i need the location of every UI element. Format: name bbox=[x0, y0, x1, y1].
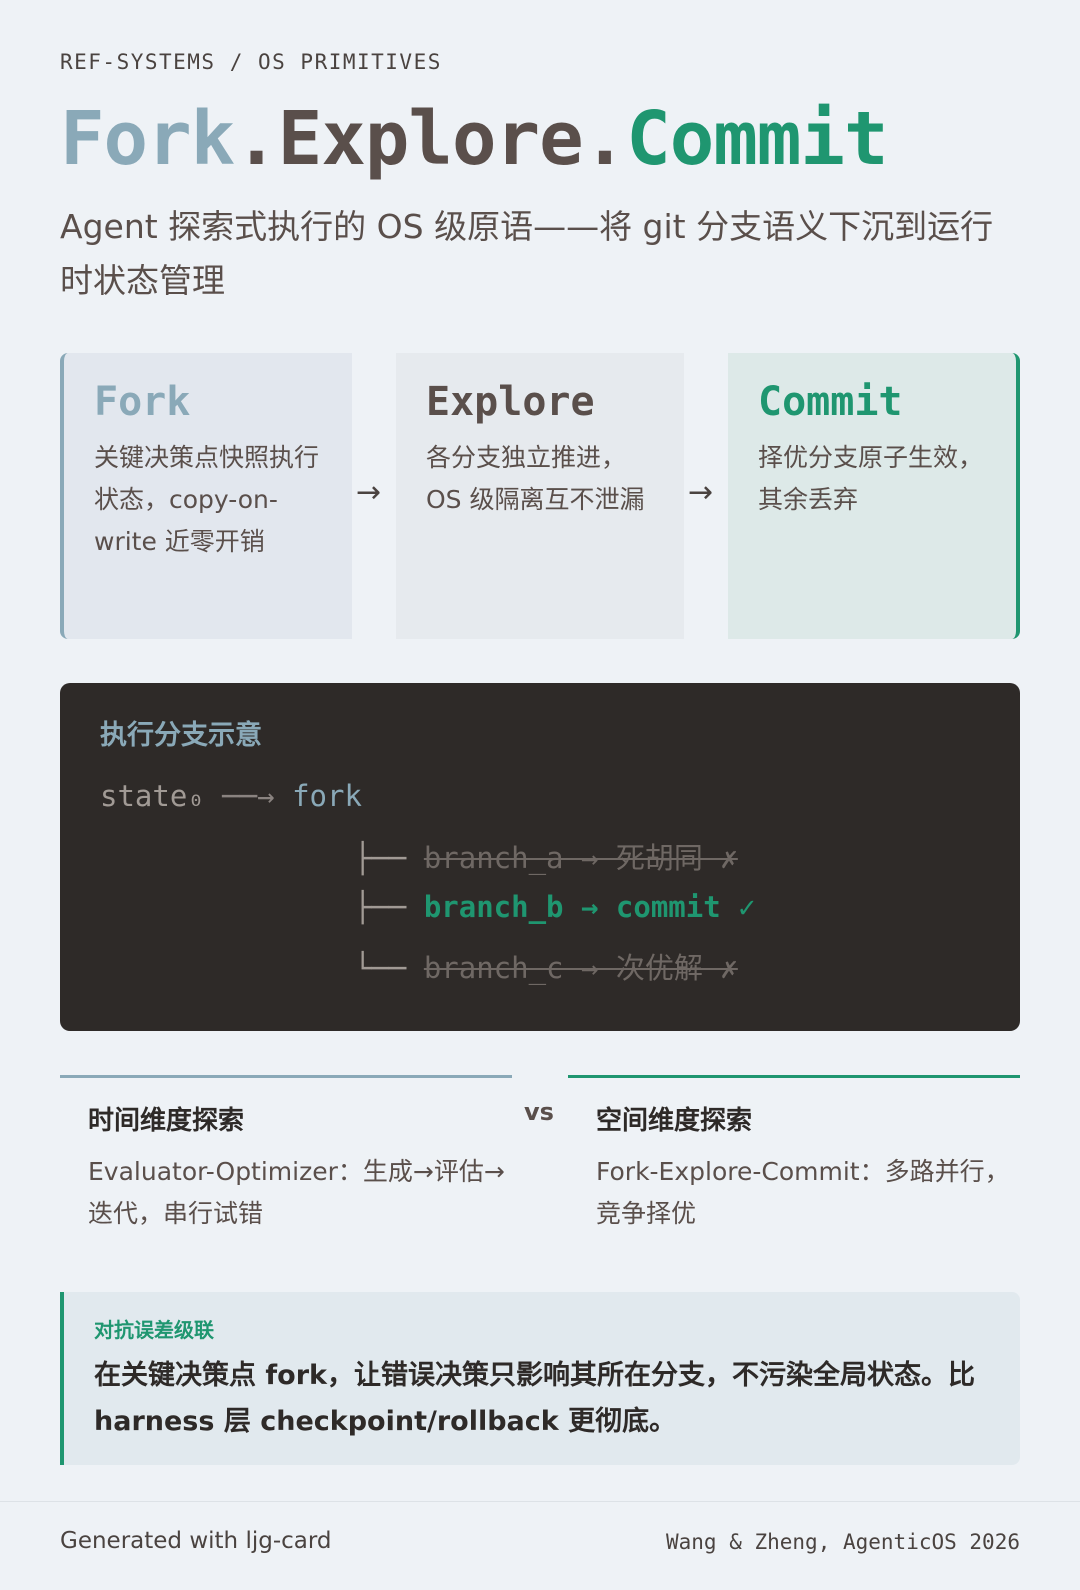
tree-connector: └── bbox=[354, 951, 424, 985]
compare-text: Evaluator-Optimizer：生成→评估→迭代，串行试错 bbox=[88, 1157, 505, 1228]
branch-diagram: 执行分支示意 state₀ ──→ fork ├── branch_a → 死胡… bbox=[60, 683, 1020, 1031]
card-title: Explore bbox=[426, 379, 595, 425]
arrow-icon: → bbox=[356, 475, 382, 510]
compare-space: 空间维度探索 Fork-Explore-Commit：多路并行，竞争择优 bbox=[568, 1075, 1020, 1235]
tree-connector: ├── bbox=[354, 890, 424, 924]
title-fork: Fork bbox=[60, 96, 235, 182]
card-explore: Explore 各分支独立推进，OS 级隔离互不泄漏 bbox=[396, 353, 684, 639]
diagram-title: 执行分支示意 bbox=[100, 720, 262, 751]
tree-connector: ├── bbox=[354, 841, 424, 875]
title-commit: Commit bbox=[626, 96, 888, 182]
card-commit: Commit 择优分支原子生效，其余丢弃 bbox=[728, 353, 1020, 639]
callout: 对抗误差级联在关键决策点 fork，让错误决策只影响其所在分支，不污染全局状态。… bbox=[60, 1292, 1020, 1465]
breadcrumb: REF-SYSTEMS / OS PRIMITIVES bbox=[60, 50, 442, 74]
card-text: 关键决策点快照执行状态，copy-on-write 近零开销 bbox=[94, 443, 320, 556]
branch-text: branch_b → commit ✓ bbox=[423, 890, 756, 924]
callout-text: 在关键决策点 fork，让错误决策只影响其所在分支，不污染全局状态。比 harn… bbox=[94, 1360, 975, 1437]
footer-generator: Generated with ljg-card bbox=[60, 1528, 332, 1554]
page-title: Fork.Explore.Commit bbox=[60, 96, 889, 182]
compare-title: 时间维度探索 bbox=[88, 1106, 245, 1136]
title-dot: . bbox=[582, 96, 628, 182]
compare-text: Fork-Explore-Commit：多路并行，竞争择优 bbox=[596, 1157, 1010, 1228]
root-arrow: ──→ bbox=[222, 779, 275, 813]
card-fork: Fork 关键决策点快照执行状态，copy-on-write 近零开销 bbox=[60, 353, 352, 639]
subtitle: Agent 探索式执行的 OS 级原语——将 git 分支语义下沉到运行时状态管… bbox=[60, 207, 994, 300]
branch-text: branch_c → 次优解 ✗ bbox=[423, 951, 738, 985]
vs-label: vs bbox=[524, 1098, 554, 1126]
branch-text: branch_a → 死胡同 ✗ bbox=[423, 841, 738, 875]
footer-citation: Wang & Zheng, AgenticOS 2026 bbox=[665, 1530, 1020, 1554]
callout-label: 对抗误差级联 bbox=[94, 1318, 214, 1342]
branch-a: ├── branch_a → 死胡同 ✗ bbox=[354, 835, 738, 877]
card-title: Fork bbox=[94, 379, 191, 425]
root-line: state₀ ──→ fork bbox=[100, 779, 362, 813]
card-text: 各分支独立推进，OS 级隔离互不泄漏 bbox=[426, 443, 645, 514]
root-state: state₀ bbox=[100, 779, 205, 813]
card-title: Commit bbox=[758, 379, 903, 425]
branch-b: ├── branch_b → commit ✓ bbox=[354, 890, 756, 924]
compare-title: 空间维度探索 bbox=[596, 1106, 753, 1136]
arrow-icon: → bbox=[688, 475, 714, 510]
compare-time: 时间维度探索 Evaluator-Optimizer：生成→评估→迭代，串行试错 bbox=[60, 1075, 512, 1235]
footer-divider bbox=[0, 1501, 1080, 1502]
branch-c: └── branch_c → 次优解 ✗ bbox=[354, 945, 738, 987]
title-dot: . bbox=[234, 96, 279, 182]
card-text: 择优分支原子生效，其余丢弃 bbox=[758, 443, 984, 514]
title-explore: Explore bbox=[277, 96, 584, 182]
fork-label: fork bbox=[292, 779, 362, 813]
